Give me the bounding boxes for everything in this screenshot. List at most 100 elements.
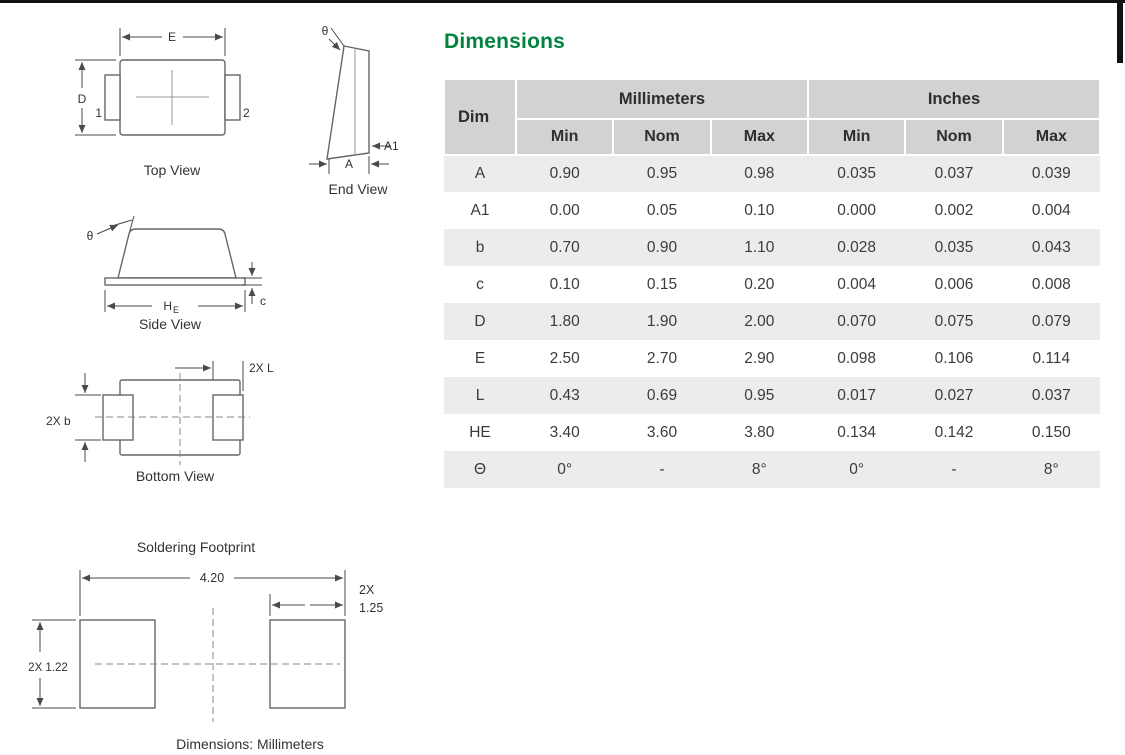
row-dim-label: Θ [473,460,487,478]
dim-pad-width-annotation: 2X 1.25 [269,583,383,616]
dim-he-label: H [163,299,172,313]
cell: 3.40 [549,423,580,441]
cell: 0.90 [549,165,580,182]
page-edge-rule-right [1117,0,1123,63]
cell: 0.004 [837,275,877,293]
cell: 0.69 [646,386,678,404]
page-edge-rule-top [0,0,1125,3]
col-header-max-in: Max [1001,118,1102,156]
cell: 0.027 [934,386,974,404]
row-dim-label: E [474,349,486,367]
side-view-drawing: θ H E c Side View [87,215,266,332]
col-header-min-in: Min [806,118,907,156]
table-row: b 0.70 0.90 1.10 0.028 0.035 0.043 [444,229,1100,266]
theta-label: θ [322,24,329,38]
cell: 0.039 [1031,165,1071,182]
cell: 0° [557,460,573,478]
cell: 0.10 [744,201,775,219]
cell: 1.90 [646,312,678,330]
dim-c-annotation: c [242,262,266,308]
dimensions-panel: Dim Millimeters Inches Min Nom Max Min N… [443,78,1102,488]
cell: 0.15 [646,275,678,293]
row-dim-label: D [474,312,486,330]
cell: 0.035 [837,165,877,182]
cell: 0.05 [646,201,678,219]
dim-he-subscript: E [173,305,179,315]
cell: 0.035 [934,238,974,256]
dim-a1-label: A1 [384,139,399,153]
dim-d-label: D [78,92,87,106]
dim-overall-annotation: 4.20 [79,570,346,616]
theta-annotation: θ [87,215,135,243]
cell: 1.10 [744,238,775,256]
table-row: E 2.50 2.70 2.90 0.098 0.106 0.114 [444,340,1100,377]
cell: 0.95 [744,386,775,404]
cell: - [951,460,957,478]
cell: 0.043 [1031,238,1071,256]
cell: 0.98 [744,165,775,182]
center-crosshair [95,608,340,722]
footprint-units-note: Dimensions: Millimeters [176,736,324,752]
dim-pad-count-label: 2X [359,583,375,597]
cell: 2.70 [646,349,678,367]
cell: 0.004 [1031,201,1071,219]
soldering-footprint-drawing: Soldering Footprint 4.20 2X 1.25 2X 1.22… [28,539,383,752]
table-row: A1 0.00 0.05 0.10 0.000 0.002 0.004 [444,192,1100,229]
pin2-number: 2 [243,106,250,120]
cell: 0.142 [934,423,974,441]
cell: 0.028 [837,238,877,256]
cell: 0.150 [1031,423,1071,441]
cell: 0.037 [934,165,974,182]
theta-label: θ [87,229,94,243]
dim-pad-width-label: 1.25 [359,601,383,615]
theta-annotation: θ [322,24,345,51]
dim-a-label: A [345,157,353,171]
cell: 0.134 [837,423,877,441]
top-view-drawing: E D 1 2 Top View [75,28,250,178]
pin2-tab [224,74,241,121]
package-body-side [117,228,237,279]
lead-base-side [104,277,246,286]
pin1-number: 1 [95,106,102,120]
cell: 0.008 [1031,275,1071,293]
cell: 1.80 [549,312,580,330]
table-row: L 0.43 0.69 0.95 0.017 0.027 0.037 [444,377,1100,414]
cell: 0° [849,460,865,478]
dim-l-label: 2X L [249,361,274,375]
cell: 0.20 [744,275,775,293]
cell: 0.95 [646,165,678,182]
table-row: HE 3.40 3.60 3.80 0.134 0.142 0.150 [444,414,1100,451]
cell: 0.002 [934,201,974,219]
end-view-label: End View [329,181,389,197]
dim-he-annotation: H E [104,290,246,315]
row-dim-label: b [475,238,485,256]
dim-b-label: 2X b [46,414,71,428]
table-header-sub-row: Min Nom Max Min Nom Max [444,118,1102,156]
cell: 0.006 [934,275,974,293]
table-row: A 0.90 0.95 0.98 0.035 0.037 0.039 [444,155,1100,192]
dim-a1-annotation: A1 [372,139,399,153]
cell: 2.90 [744,349,775,367]
cell: 0.43 [549,386,580,404]
cell: 0.017 [837,386,877,404]
col-header-min-mm: Min [514,118,615,156]
cell: 0.10 [549,275,580,293]
dim-e-label: E [168,30,176,44]
cell: 0.037 [1031,386,1071,404]
table-row: D 1.80 1.90 2.00 0.070 0.075 0.079 [444,303,1100,340]
center-crosshair [95,373,250,465]
cell: 3.80 [744,423,775,441]
cell: 0.70 [549,238,580,256]
cell: 3.60 [646,423,678,441]
col-group-inches: Inches [806,78,1102,120]
cell: 0.90 [646,238,678,256]
row-dim-label: HE [469,423,491,441]
cell: 0.079 [1031,312,1071,330]
pin1-tab [104,74,121,121]
bottom-view-drawing: 2X L 2X b Bottom View [46,361,274,484]
dim-pad-height-label: 2X 1.22 [28,662,68,674]
cell: 2.00 [744,312,775,330]
col-header-dim: Dim [443,78,517,156]
table-header-group-row: Dim Millimeters Inches [443,78,1102,156]
bottom-view-label: Bottom View [136,468,215,484]
